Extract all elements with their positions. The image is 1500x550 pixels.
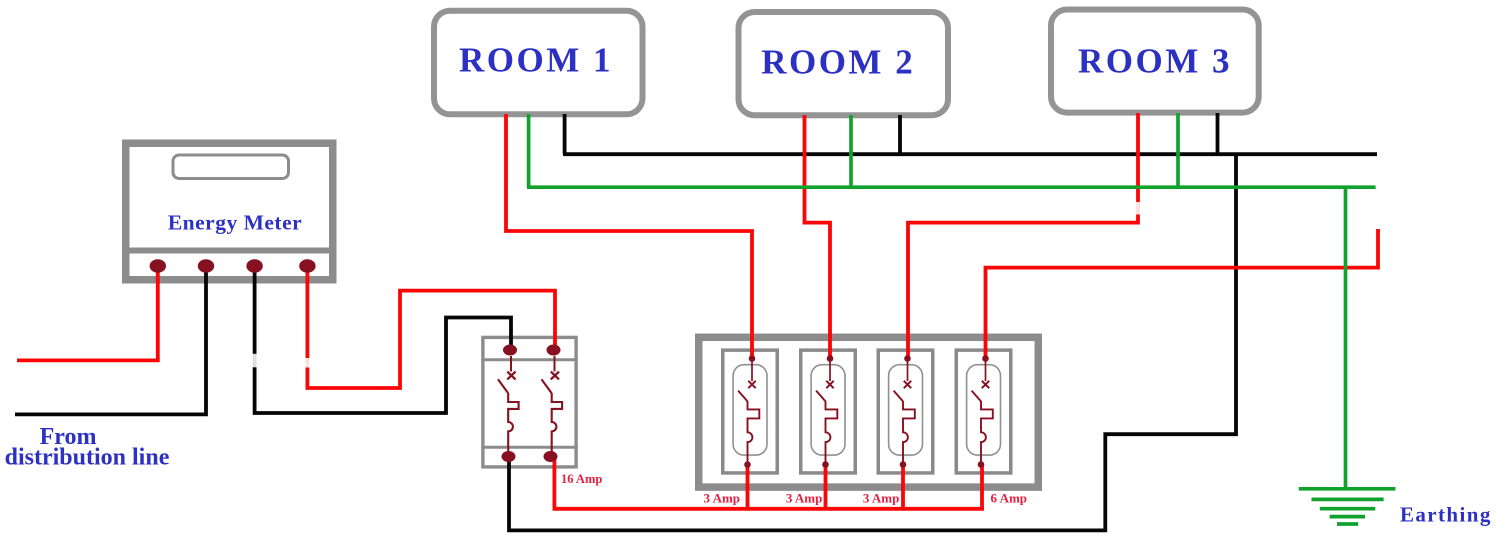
svg-text:6 Amp: 6 Amp	[991, 491, 1027, 506]
svg-text:ROOM 1: ROOM 1	[459, 41, 613, 80]
svg-text:ROOM 2: ROOM 2	[761, 43, 915, 82]
svg-text:3 Amp: 3 Amp	[704, 491, 740, 506]
svg-text:16 Amp: 16 Amp	[561, 472, 602, 486]
svg-text:ROOM 3: ROOM 3	[1078, 42, 1232, 81]
svg-text:Earthing: Earthing	[1400, 503, 1492, 527]
svg-text:3 Amp: 3 Amp	[863, 491, 899, 506]
svg-text:From: From	[40, 424, 97, 450]
svg-text:3 Amp: 3 Amp	[786, 491, 822, 506]
svg-text:Energy Meter: Energy Meter	[168, 211, 302, 235]
svg-text:distribution line: distribution line	[5, 445, 170, 471]
